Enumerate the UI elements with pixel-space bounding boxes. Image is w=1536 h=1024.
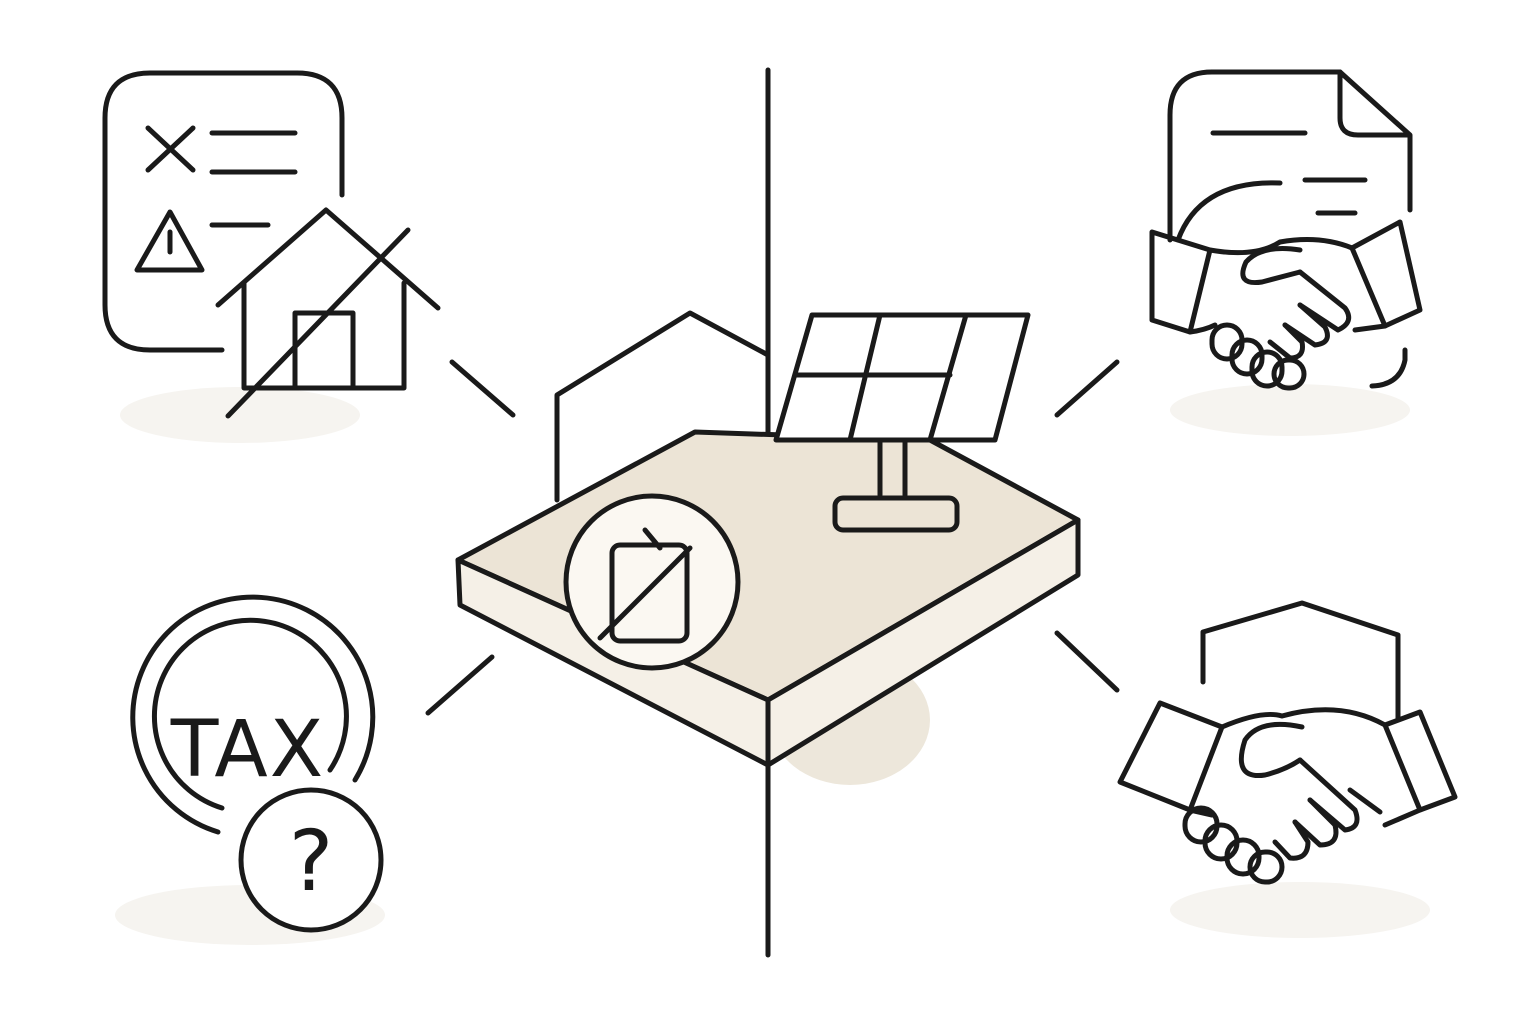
- solar-panel-icon: [773, 312, 1031, 533]
- connector-lines: [425, 359, 1120, 716]
- central-platform: [455, 310, 1081, 768]
- tax-label: TAX: [170, 705, 325, 795]
- contract-document-icon: [1167, 69, 1413, 389]
- house-outline-left: [554, 310, 771, 503]
- handshake-icon-top: [1149, 219, 1423, 391]
- platform-top: [455, 429, 1081, 703]
- question-mark-icon: ?: [238, 787, 384, 933]
- crossed-house-icon: [215, 207, 441, 419]
- question-mark: ?: [289, 812, 334, 910]
- blocked-symbol-icon: [563, 493, 741, 671]
- document-warning-icon: [102, 70, 345, 353]
- house-roof-outline: [1200, 600, 1401, 723]
- handshake-icon: [1117, 700, 1458, 885]
- platform-side-right: [765, 517, 1081, 768]
- tax-badge-icon: TAX: [130, 594, 376, 835]
